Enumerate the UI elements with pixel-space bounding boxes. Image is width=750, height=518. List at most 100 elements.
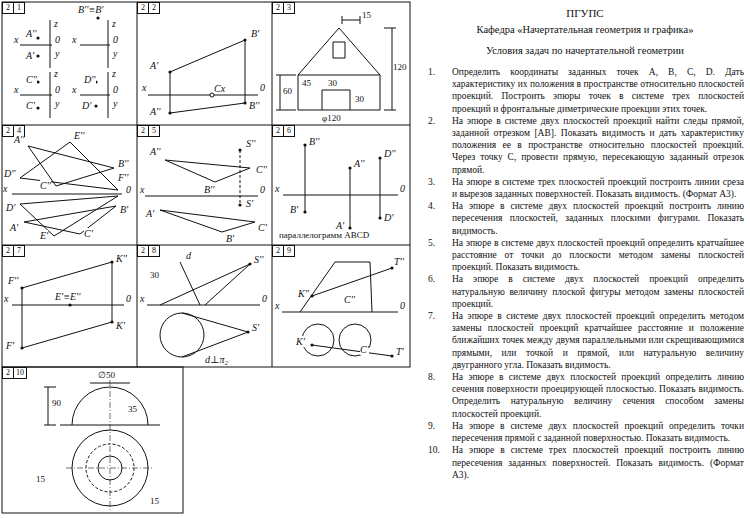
panel-tag: 22 — [137, 2, 160, 14]
point-label: y — [113, 98, 117, 109]
point-label: x — [14, 34, 18, 45]
point-label: B'' — [118, 158, 128, 169]
task-number: 6. — [428, 273, 452, 310]
panel-number: 2 — [3, 368, 13, 378]
point-label: F'' — [118, 172, 128, 183]
task-text: На эпюре в системе трех плоскостей проек… — [452, 444, 744, 481]
panel-number: 2 — [138, 126, 148, 136]
task-item: 2.На эпюре в системе двух плоскостей про… — [428, 115, 744, 176]
panel-number: 1 — [13, 3, 24, 13]
task-text: На эпюре в системе двух плоскостей проек… — [452, 371, 744, 420]
dimension-value: 30 — [150, 270, 159, 280]
point-label: z — [112, 68, 116, 79]
task-text: На эпюре в системе трех плоскостей проек… — [452, 176, 744, 200]
panel-number: 2 — [273, 3, 283, 13]
point-label: y — [55, 48, 59, 59]
point-label: C' — [84, 228, 93, 239]
point-label: K'' — [116, 253, 127, 264]
task-text: Определить координаты заданных точек A, … — [452, 66, 744, 115]
point-label: S' — [246, 198, 253, 209]
task-item: 3.На эпюре в системе трех плоскостей про… — [428, 176, 744, 200]
dimension-value: 15 — [36, 474, 45, 484]
task-number: 4. — [428, 200, 452, 237]
point-label: d⊥π₂ — [205, 354, 228, 365]
point-label: x — [4, 293, 8, 304]
point-label: C' — [26, 100, 35, 111]
point-label: A'' — [14, 134, 24, 145]
panel-tag: 28 — [137, 245, 160, 257]
panel-tag: 25 — [137, 125, 160, 137]
point-label: A' — [10, 222, 18, 233]
point-label: F' — [6, 340, 14, 351]
task-item: 1.Определить координаты заданных точек A… — [428, 66, 744, 115]
point-label: E'≡E'' — [55, 291, 80, 302]
point-label: z — [54, 18, 58, 29]
point-label: A' — [150, 60, 158, 71]
point-label: 0 — [113, 34, 118, 45]
point-label: F'' — [8, 275, 18, 286]
dimension-value: φ120 — [322, 113, 341, 123]
panel-number: 10 — [13, 368, 26, 378]
dimension-value: 35 — [128, 404, 137, 414]
task-number: 10. — [428, 444, 452, 481]
point-label: 0 — [260, 184, 265, 195]
point-label: 0 — [126, 184, 131, 195]
panel-tag: 29 — [272, 245, 295, 257]
point-label: B' — [120, 204, 128, 215]
point-label: E' — [40, 230, 48, 241]
panel-tag: 210 — [2, 367, 27, 379]
point-label: z — [54, 68, 58, 79]
point-label: B' — [226, 233, 234, 244]
task-number: 8. — [428, 371, 452, 420]
dimension-value: 60 — [283, 86, 292, 96]
point-label: D' — [384, 212, 393, 223]
point-label: D'' — [384, 148, 396, 159]
point-label: A' — [26, 50, 34, 61]
dimension-value: 45 — [302, 78, 311, 88]
panel-tag: 26 — [272, 125, 295, 137]
point-label: 0 — [113, 84, 118, 95]
task-text: На эпюре в системе двух плоскостей проек… — [452, 115, 744, 176]
point-label: D'' — [84, 74, 96, 85]
point-label: C'' — [256, 164, 267, 175]
dimension-value: 90 — [52, 398, 61, 408]
panel-number: 2 — [138, 3, 148, 13]
point-label: S'' — [246, 138, 255, 149]
task-item: 5.На эпюре в системе двух плоскостей про… — [428, 237, 744, 274]
point-label: 0 — [400, 300, 405, 311]
task-number: 7. — [428, 310, 452, 371]
task-text: На эпюре в системе двух плоскостей проек… — [452, 273, 744, 310]
task-item: 10.На эпюре в системе трех плоскостей пр… — [428, 444, 744, 481]
point-label: D' — [82, 100, 91, 111]
task-text: На эпюре в системе двух плоскостей проек… — [452, 420, 744, 444]
point-label: S'' — [254, 254, 263, 265]
task-item: 9.На эпюре в системе двух плоскостей про… — [428, 420, 744, 444]
panel-tag: 23 — [272, 2, 295, 14]
sheet-title: ПГУПС — [425, 7, 745, 19]
point-label: 0 — [262, 293, 267, 304]
point-label: C'' — [344, 294, 355, 305]
point-label: T' — [396, 346, 404, 357]
dimension-value: ∅50 — [98, 370, 115, 380]
task-text: На эпюре в системе двух плоскостей проек… — [452, 237, 744, 274]
point-label: A' — [146, 208, 154, 219]
panel-number: 7 — [13, 246, 24, 256]
panel-number: 2 — [138, 246, 148, 256]
panel-number: 2 — [148, 3, 159, 13]
point-label: A'' — [150, 146, 160, 157]
point-label: x — [3, 183, 7, 194]
panel-number: 2 — [3, 246, 13, 256]
department-name: Кафедра «Начертательная геометрия и граф… — [425, 24, 745, 35]
task-item: 6.На эпюре в системе двух плоскостей про… — [428, 273, 744, 310]
point-label: B'' — [249, 100, 259, 111]
point-label: D' — [6, 202, 15, 213]
point-label: C'' — [26, 74, 37, 85]
point-label: Cx — [214, 83, 225, 94]
dimension-value: 15 — [362, 10, 371, 20]
task-text: На эпюре в системе двух плоскостей проек… — [452, 200, 744, 237]
point-label: C' — [258, 222, 267, 233]
point-label: C'' — [40, 180, 51, 191]
task-item: 8.На эпюре в системе двух плоскостей про… — [428, 371, 744, 420]
point-label: B' — [290, 204, 298, 215]
